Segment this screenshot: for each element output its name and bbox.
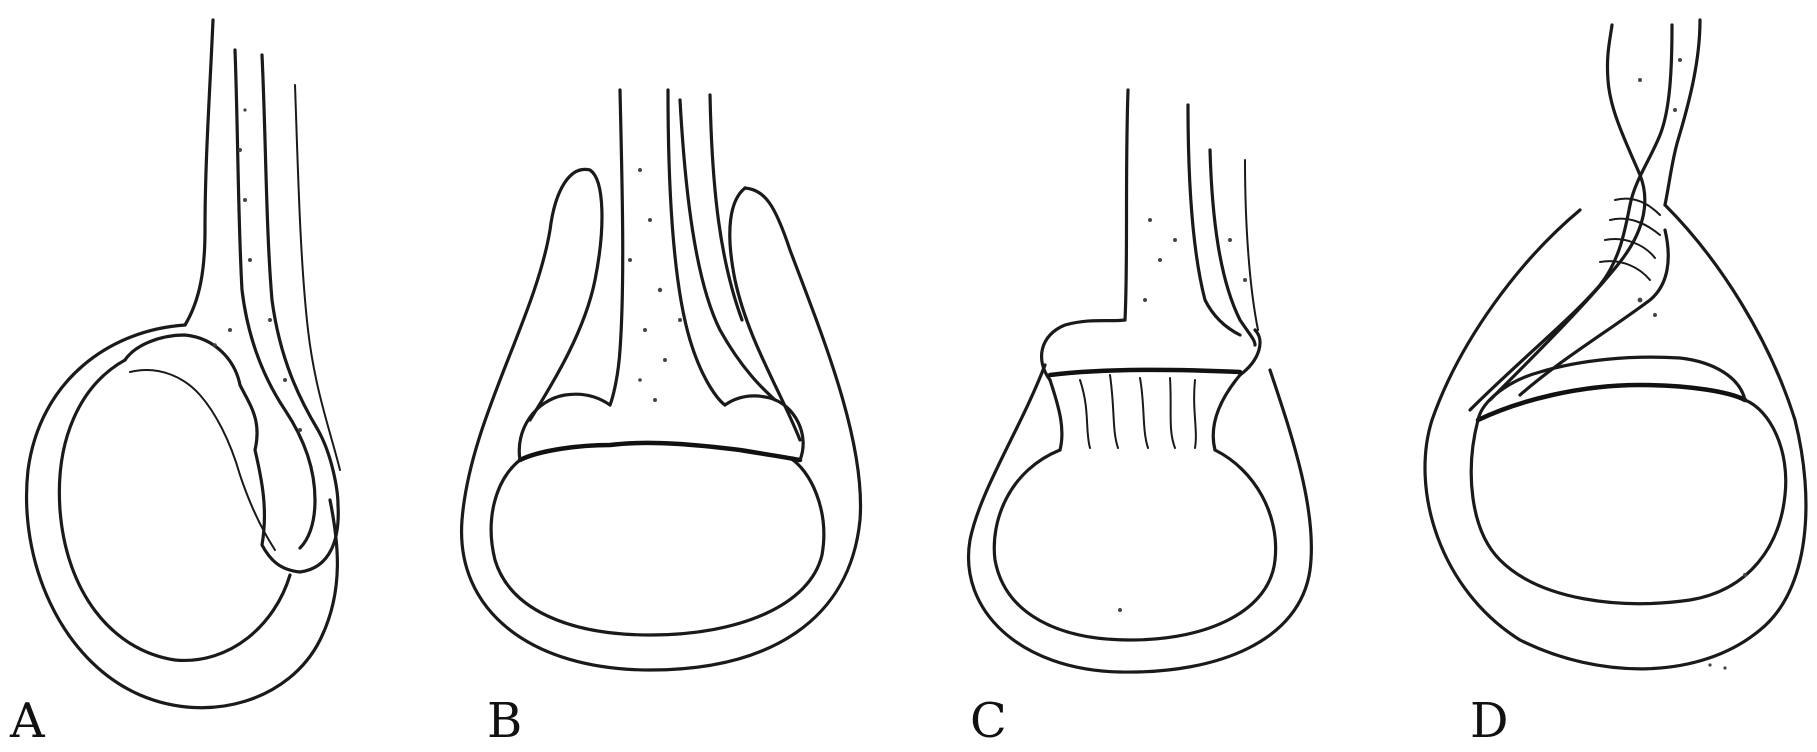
panel-c-neck-right [1213, 375, 1240, 450]
panel-d-epididymis [1478, 385, 1745, 420]
panel-a-stipple [213, 108, 302, 432]
panel-c-drawing [969, 90, 1312, 672]
panel-c-neck-left [1050, 380, 1062, 450]
panel-c-testis [994, 450, 1275, 640]
panel-b-cord-left [610, 90, 623, 405]
panel-b-epididymis [520, 443, 800, 460]
panel-d-cord-twist-2 [1490, 25, 1645, 400]
panel-label-b: B [487, 697, 522, 745]
panel-c-neck-strands [1080, 375, 1196, 448]
panel-label-c: C [970, 697, 1007, 745]
panel-a-testis [59, 360, 290, 660]
panel-b-stipple [628, 168, 682, 402]
panel-label-a: A [10, 697, 45, 745]
panel-b-tunica-outer [462, 169, 861, 670]
panel-a-drawing [27, 20, 340, 708]
panel-d-testis [1471, 400, 1786, 604]
panel-c-cord-right-3 [1245, 160, 1258, 330]
panel-c-cord-left [1125, 90, 1128, 320]
panel-d-drawing [1425, 20, 1806, 670]
panel-a-epididymis-inner [130, 370, 275, 550]
panel-a-cord-left [185, 20, 213, 325]
panel-label-d: D [1470, 697, 1508, 745]
panel-c-epididymis-edge [1050, 370, 1240, 375]
panel-a-tunica-outer [27, 325, 338, 708]
panel-b-drawing [462, 90, 861, 670]
panel-a-cord-vas-1 [235, 50, 315, 548]
panel-c-tunica-outer [969, 365, 1312, 672]
panel-a-cord-vas-3 [295, 85, 340, 470]
panel-c-stipple [1118, 218, 1247, 612]
panel-d-tunica-outer [1425, 205, 1806, 669]
panel-b-testis [491, 458, 824, 635]
panel-b-tunica-inner-left [530, 170, 602, 420]
